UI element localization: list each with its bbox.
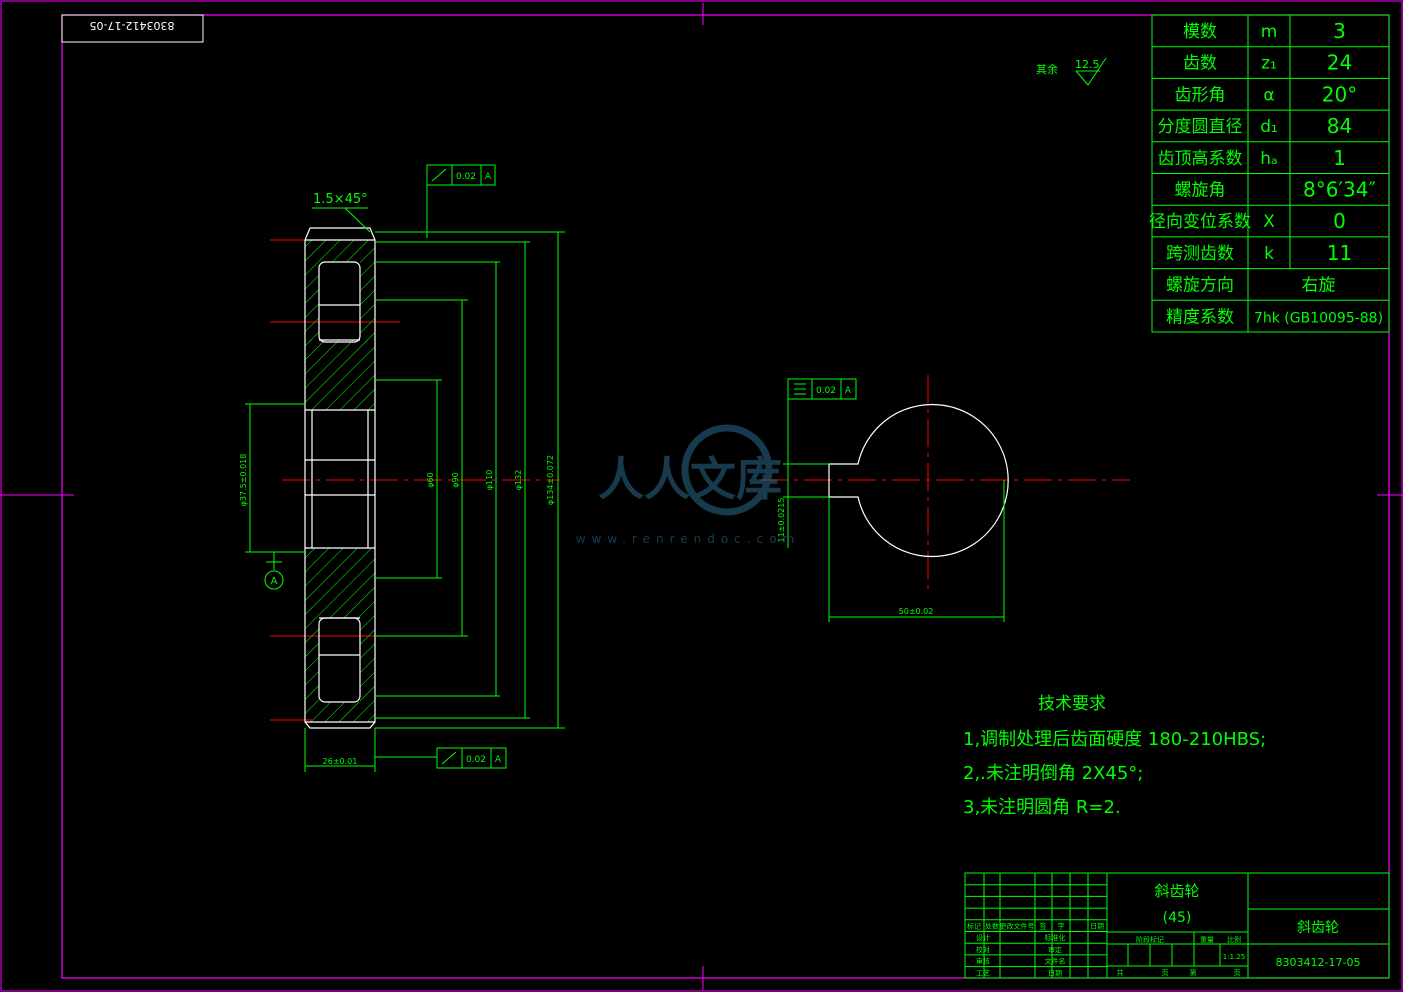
tb-sheet-label: 第	[1190, 968, 1197, 977]
tb-drawing-number: 8303412-17-05	[1276, 956, 1361, 969]
tb-sheet-label: 页	[1162, 969, 1169, 977]
tolerance-top-datum: A	[485, 172, 492, 182]
param-value: 0	[1333, 209, 1346, 233]
tb-stage-label: 重量	[1200, 936, 1214, 944]
tb-sheet-label: 共	[1117, 968, 1124, 977]
param-value: 11	[1327, 241, 1352, 265]
param-value: 24	[1327, 51, 1352, 75]
tb-sheet-label: 页	[1234, 969, 1241, 977]
param-symbol: hₐ	[1260, 149, 1277, 169]
tb-mid-label: 文件名	[1045, 957, 1066, 966]
dim-d110: φ110	[485, 470, 494, 491]
param-label: 模数	[1183, 22, 1217, 42]
param-value: 8°6′34″	[1303, 178, 1376, 202]
tolerance-keyway-value: 0.02	[816, 386, 836, 396]
tb-mid-label: 审定	[1048, 945, 1062, 954]
param-value: 1	[1333, 146, 1346, 170]
tolerance-bottom-datum: A	[495, 755, 502, 765]
param-value: 20°	[1322, 82, 1357, 106]
roughness-label: 其余	[1036, 62, 1058, 76]
dim-tip-diameter: φ134±0.072	[546, 455, 555, 505]
dim-d60: φ60	[426, 472, 435, 487]
param-table: 模数 m 3 齿数 z₁ 24 齿形角 α 20° 分度圆直径 d₁ 84 齿顶高系数 hₐ 1 螺旋角 8°6…	[1149, 14, 1390, 333]
datum-letter: A	[271, 576, 278, 587]
param-label: 精度系数	[1166, 307, 1234, 327]
param-value: 3	[1333, 19, 1346, 43]
tech-requirements: 技术要求 1,调制处理后齿面硬度 180-210HBS; 2,.未注明倒角 2X…	[963, 694, 1266, 818]
gear-section-view: φ134±0.072 φ132 φ110 φ90 φ60 φ37.5±0.018…	[239, 164, 565, 772]
tech-req-item-1: 1,调制处理后齿面硬度 180-210HBS;	[963, 729, 1266, 750]
tb-part-name-right: 斜齿轮	[1297, 920, 1339, 936]
title-block: 斜齿轮 (45) 斜齿轮 8303412-17-05 1:1.25 标记处数更改…	[964, 872, 1390, 979]
watermark: 人人文库 www.renrendoc.com	[576, 424, 800, 546]
datum-symbol: A	[264, 570, 284, 590]
tb-header-label: 字	[1058, 922, 1065, 931]
tolerance-frame-bottom: 0.02 A	[436, 747, 507, 769]
param-value: 7hk (GB10095-88)	[1254, 310, 1383, 326]
roughness-value: 12.5	[1075, 58, 1100, 71]
param-label: 分度圆直径	[1158, 117, 1243, 137]
param-symbol: d₁	[1260, 117, 1278, 137]
param-label: 齿形角	[1175, 85, 1226, 105]
rotated-number-box: 8303412-17-05	[61, 14, 204, 43]
tolerance-frame-keyway: 0.02 A	[787, 378, 857, 400]
param-label: 齿顶高系数	[1158, 149, 1243, 169]
tb-header-label: 更改文件号	[1000, 922, 1035, 931]
tech-req-item-3: 3,未注明圆角 R=2.	[963, 797, 1121, 818]
dim-d90: φ90	[451, 472, 460, 487]
tb-mid-label: 标准化	[1045, 933, 1066, 942]
tb-header-label: 日期	[1090, 923, 1104, 931]
param-label: 齿数	[1183, 54, 1217, 74]
keyway-view: 11±0.0215 50±0.02 0.02 A	[760, 375, 1130, 622]
param-symbol: α	[1263, 85, 1274, 105]
param-label: 螺旋角	[1175, 181, 1226, 201]
tb-row-label: 校对	[976, 945, 990, 954]
tb-part-name: 斜齿轮	[1154, 882, 1199, 900]
param-symbol: m	[1261, 22, 1278, 42]
param-label: 螺旋方向	[1166, 276, 1234, 296]
roughness-mark: 其余 12.5	[1036, 57, 1107, 86]
dim-key-depth: 50±0.02	[899, 607, 934, 616]
chamfer-note: 1.5×45°	[313, 192, 368, 207]
dim-d132: φ132	[514, 470, 523, 491]
param-label: 跨测齿数	[1166, 244, 1234, 264]
tb-header-label: 处数	[985, 922, 999, 931]
dim-width: 26±0.01	[323, 757, 358, 766]
param-value: 84	[1327, 114, 1352, 138]
param-symbol: X	[1263, 212, 1275, 232]
tolerance-keyway-datum: A	[845, 386, 852, 396]
dim-bore: φ37.5±0.018	[239, 454, 248, 507]
tolerance-bottom-value: 0.02	[466, 755, 486, 765]
watermark-brand: 人人文库	[598, 452, 782, 506]
tolerance-frame-top: 0.02 A	[426, 164, 496, 186]
tb-stage-label: 比例	[1227, 935, 1241, 944]
tb-row-label: 审核	[976, 957, 990, 966]
tb-material: (45)	[1163, 910, 1192, 926]
tolerance-top-value: 0.02	[456, 172, 476, 182]
tech-req-item-2: 2,.未注明倒角 2X45°;	[963, 763, 1143, 784]
tb-header-label: 签	[1040, 922, 1047, 931]
tb-row-label: 设计	[976, 933, 990, 942]
tech-req-title: 技术要求	[1038, 694, 1106, 714]
tb-mid-label: 日期	[1048, 969, 1062, 977]
param-value: 右旋	[1302, 276, 1336, 296]
tb-row-label: 工艺	[976, 969, 990, 977]
param-symbol: z₁	[1261, 54, 1277, 74]
rotated-drawing-number: 8303412-17-05	[90, 19, 175, 32]
tb-header-label: 标记	[967, 922, 981, 931]
param-symbol: k	[1264, 244, 1274, 264]
tb-stage-label: 阶段标记	[1136, 935, 1164, 944]
dim-key-width: 11±0.0215	[777, 498, 786, 543]
watermark-url: www.renrendoc.com	[576, 532, 800, 546]
tb-scale: 1:1.25	[1223, 953, 1245, 961]
param-label: 径向变位系数	[1149, 212, 1251, 232]
